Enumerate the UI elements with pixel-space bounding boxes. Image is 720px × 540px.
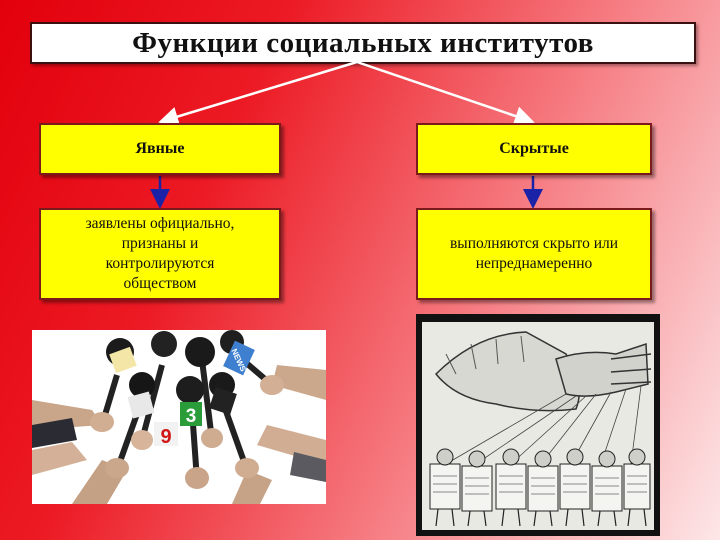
slide-title: Функции социальных институтов — [132, 26, 594, 59]
latent-functions-description-box: выполняются скрыто или непреднамеренно — [416, 208, 652, 300]
latent-functions-heading: Скрытые — [499, 140, 569, 157]
mic-flag-9: 9 — [160, 426, 171, 448]
explicit-functions-box: Явные — [39, 123, 281, 175]
mic-flag-3: 3 — [186, 406, 197, 427]
title-box: Функции социальных институтов — [30, 22, 696, 64]
explicit-functions-heading: Явные — [135, 140, 185, 157]
explicit-functions-description-box: заявлены официально, признаны и контроли… — [39, 208, 281, 300]
latent-functions-box: Скрытые — [416, 123, 652, 175]
puppeteer-cartoon-image — [416, 314, 660, 536]
connector-right — [356, 60, 535, 126]
explicit-functions-description: заявлены официально, признаны и контроли… — [85, 215, 235, 292]
connector-left — [158, 60, 358, 127]
latent-functions-description: выполняются скрыто или непреднамеренно — [449, 235, 619, 272]
press-microphones-photo: NEWS 3 9 — [32, 330, 326, 504]
